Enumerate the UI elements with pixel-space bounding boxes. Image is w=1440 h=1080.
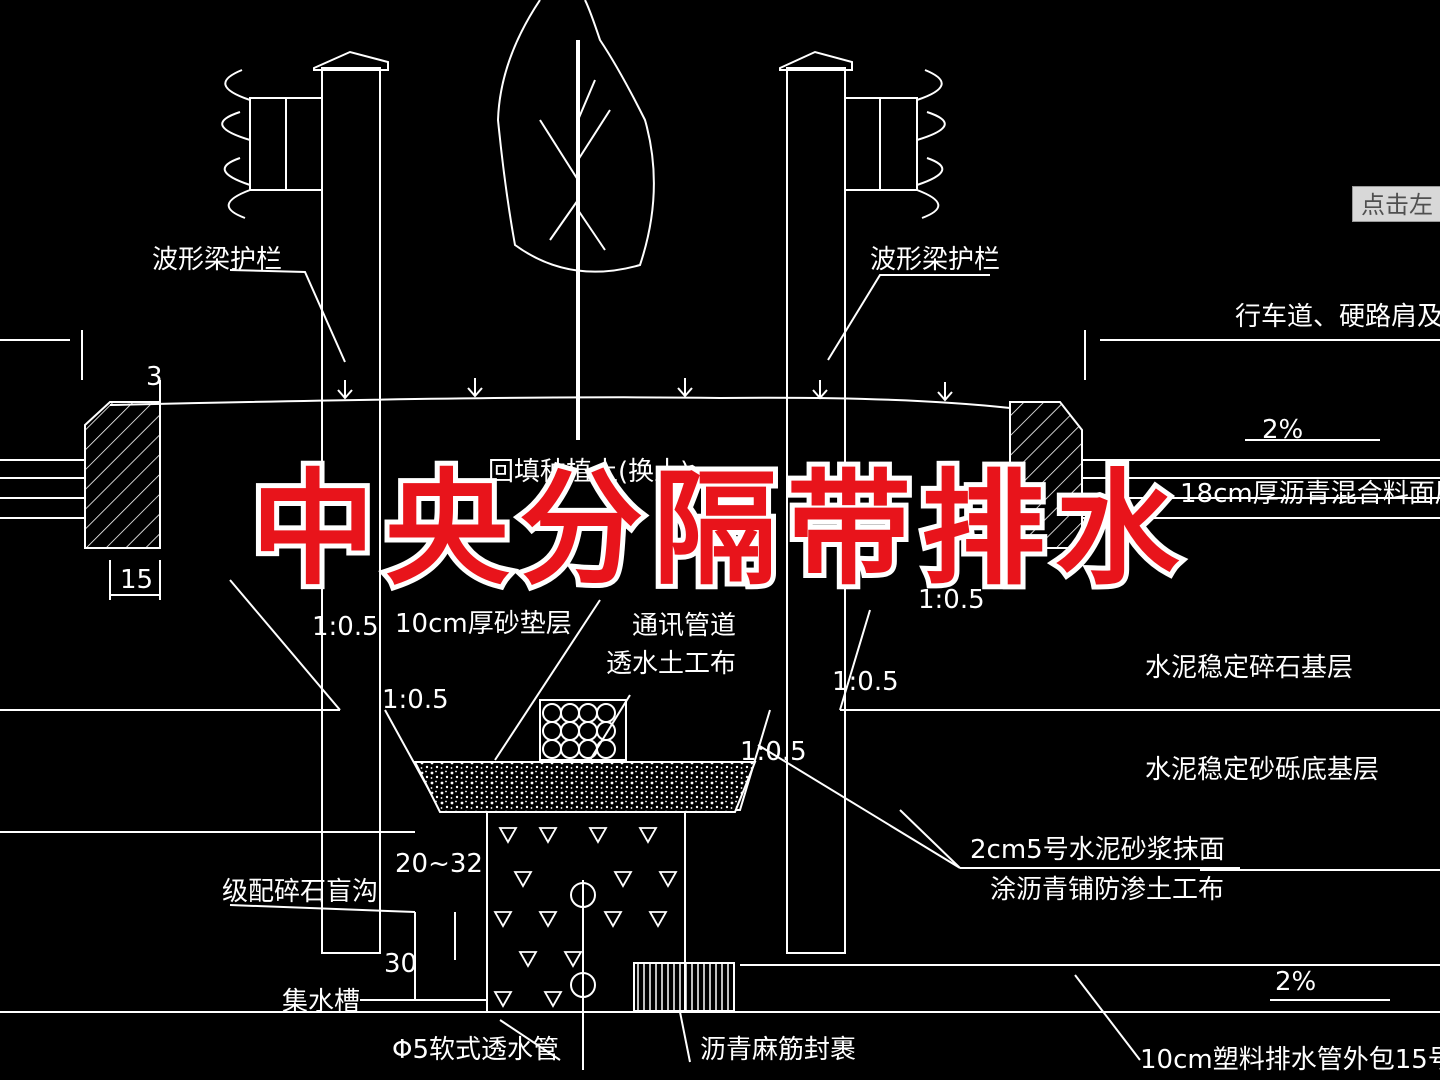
label-plastic-pipe: 10cm塑料排水管外包15号水泥 bbox=[1140, 1045, 1440, 1075]
click-hint-tooltip[interactable]: 点击左 bbox=[1352, 186, 1440, 222]
right-curb-block bbox=[1009, 401, 1083, 549]
label-mortar-1: 2cm5号水泥砂浆抹面 bbox=[970, 835, 1225, 865]
slope-label-1: 1:0.5 bbox=[312, 612, 379, 642]
label-cement-subbase: 水泥稳定砂砾底基层 bbox=[1145, 755, 1379, 785]
left-curb-block bbox=[84, 401, 161, 549]
trough-fill-symbols bbox=[493, 827, 678, 1008]
dimension-30: 30 bbox=[384, 949, 417, 979]
grade-label-1: 2% bbox=[1262, 415, 1303, 445]
slope-label-3: 1:0.5 bbox=[832, 667, 899, 697]
label-sand-cushion: 10cm厚砂垫层 bbox=[395, 609, 572, 639]
collection-trough-box bbox=[486, 811, 686, 1013]
guardrail-post-right bbox=[786, 67, 846, 954]
label-vent-pipe: 通讯管道 bbox=[632, 611, 736, 641]
label-asphalt-wrap: 沥青麻筋封裹 bbox=[700, 1035, 856, 1065]
median-ground-line bbox=[109, 396, 1011, 409]
slope-label-5: 1:0.5 bbox=[918, 585, 985, 615]
dimension-3: 3 bbox=[146, 362, 163, 392]
label-backfill: 回填种植土(换土) bbox=[488, 457, 690, 487]
vent-pipe-bundle bbox=[539, 699, 627, 761]
dimension-20-32: 20~32 bbox=[395, 849, 483, 879]
label-collection-trough: 集水槽 bbox=[282, 987, 360, 1017]
ground-arrows bbox=[337, 378, 953, 402]
label-carriageway: 行车道、硬路肩及路缘带 bbox=[1235, 302, 1440, 332]
label-geotextile: 透水土工布 bbox=[606, 649, 736, 679]
video-title-overlay: 中央分隔带排水 bbox=[246, 457, 1189, 604]
label-mortar-2: 涂沥青铺防渗土工布 bbox=[990, 875, 1224, 905]
label-cement-base: 水泥稳定碎石基层 bbox=[1145, 653, 1353, 683]
label-drain-pipe: Φ5软式透水管 bbox=[392, 1035, 559, 1065]
slope-label-4: 1:0.5 bbox=[740, 737, 807, 767]
label-asphalt-surface: 18cm厚沥青混合料面层 bbox=[1180, 479, 1440, 509]
dimension-15: 15 bbox=[120, 565, 153, 595]
guardrail-post-left bbox=[321, 67, 381, 954]
slope-label-2: 1:0.5 bbox=[382, 685, 449, 715]
label-gravel-drain: 级配碎石盲沟 bbox=[222, 877, 378, 907]
label-guardrail-right: 波形梁护栏 bbox=[870, 245, 1000, 275]
grade-label-2: 2% bbox=[1275, 967, 1316, 997]
tree-crown bbox=[496, 0, 655, 273]
label-guardrail-left: 波形梁护栏 bbox=[152, 245, 282, 275]
